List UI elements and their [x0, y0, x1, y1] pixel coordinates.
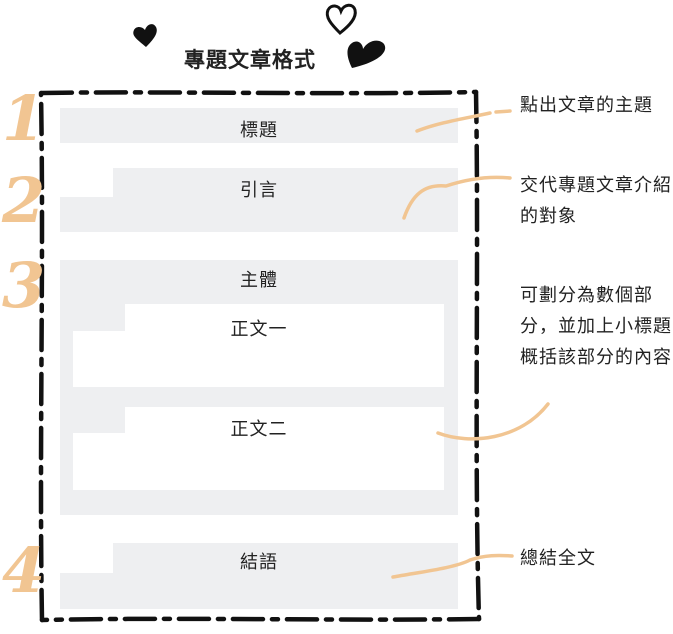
step-number-2: 2	[2, 164, 46, 237]
heart-icon	[347, 40, 386, 68]
body-label: 主體	[240, 270, 278, 291]
page-title: 專題文章格式	[184, 47, 316, 72]
note-intro: 交代專題文章介紹的對象	[520, 175, 672, 227]
conclusion-panel	[60, 543, 458, 609]
conclusion-label: 結語	[240, 552, 278, 573]
note-conclusion: 總結全文	[520, 548, 596, 569]
heading-label: 標題	[240, 120, 278, 141]
arrow-conclusion	[391, 553, 514, 579]
intro-label: 引言	[240, 180, 278, 201]
note-body: 可劃分為數個部分，並加上小標題概括該部分的內容	[520, 285, 672, 368]
note-heading: 點出文章的主題	[520, 95, 653, 116]
arrow-heading-tail	[494, 109, 512, 114]
step-number-1: 1	[2, 82, 46, 155]
body-part2-panel	[73, 407, 444, 490]
heart-icon	[133, 24, 157, 47]
body-part1-label: 正文一	[230, 319, 288, 340]
arrow-body	[436, 402, 550, 441]
step-number-4: 4	[2, 534, 46, 607]
intro-panel	[60, 168, 458, 232]
step-number-3: 3	[2, 249, 46, 322]
heart-outline-icon	[325, 3, 357, 35]
heading-panel	[60, 108, 458, 143]
body-part2-label: 正文二	[230, 419, 288, 440]
dashed-border	[38, 89, 482, 623]
arrow-intro	[402, 175, 512, 220]
arrow-heading	[415, 111, 492, 133]
body-part1-panel	[73, 304, 444, 387]
